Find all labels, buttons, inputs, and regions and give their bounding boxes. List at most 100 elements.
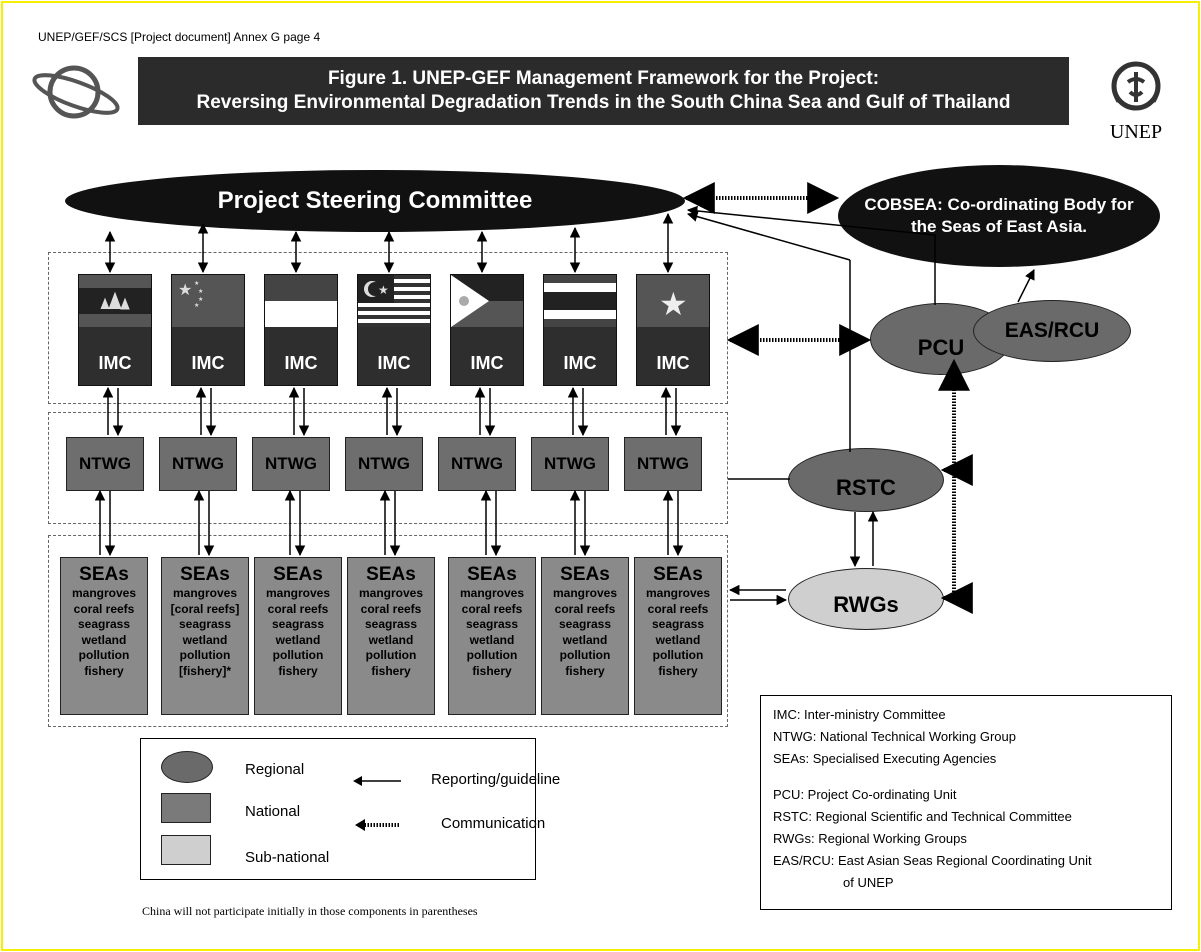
imc-box-vietnam: ★ IMC <box>636 274 710 386</box>
sea-item: seagrass <box>77 617 131 631</box>
unep-logo-text: UNEP <box>1109 121 1163 143</box>
imc-box-thailand: IMC <box>543 274 617 386</box>
legend-regional-swatch <box>161 751 213 783</box>
sea-item: wetland <box>81 632 127 647</box>
unep-emblem-icon <box>1111 61 1161 111</box>
sea-item: coral reefs <box>267 601 329 616</box>
eas-rcu-unit: EAS/RCU <box>973 300 1131 362</box>
sea-item: mangroves <box>265 586 331 600</box>
svg-text:★: ★ <box>194 280 199 287</box>
sea-item: mangroves <box>552 586 618 600</box>
flag-cambodia-icon <box>79 275 151 327</box>
sea-box: SEAs mangroves [coral reefs] seagrass we… <box>161 557 249 715</box>
legend-regional-label: Regional <box>245 761 305 778</box>
sea-item: pollution <box>365 648 417 662</box>
flag-malaysia-icon: ★ <box>358 275 430 327</box>
abbr-pcu: PCU: Project Co-ordinating Unit <box>773 787 957 802</box>
sea-box: SEAs mangroves coral reefs seagrass wetl… <box>448 557 536 715</box>
sea-item: coral reefs <box>461 601 523 616</box>
abbr-ntwg: NTWG: National Technical Working Group <box>773 729 1017 744</box>
sea-item: pollution <box>78 648 130 662</box>
flag-vietnam-icon: ★ <box>637 275 709 327</box>
rwgs-groups: RWGs <box>788 568 944 630</box>
legend-national-swatch <box>161 793 211 823</box>
abbr-eas-rcu: EAS/RCU: East Asian Seas Regional Coordi… <box>773 853 1092 868</box>
legend-box: Regional National Sub-national Reporting… <box>140 738 560 880</box>
gef-logo <box>32 65 120 119</box>
rstc-committee: RSTC <box>788 448 944 512</box>
abbr-imc: IMC: Inter-ministry Committee <box>773 707 946 722</box>
abbr-seas: SEAs: Specialised Executing Agencies <box>773 751 997 766</box>
sea-item: seagrass <box>558 617 612 631</box>
sea-box: SEAs mangroves coral reefs seagrass wetl… <box>254 557 342 715</box>
imc-label: IMC <box>191 353 225 373</box>
imc-label: IMC <box>656 353 690 373</box>
document-reference: UNEP/GEF/SCS [Project document] Annex G … <box>38 30 321 44</box>
legend-national-label: National <box>245 803 301 820</box>
sea-item: fishery <box>371 663 411 678</box>
sea-item: fishery <box>472 663 512 678</box>
project-steering-committee: Project Steering Committee <box>65 170 685 232</box>
sea-item: fishery <box>278 663 318 678</box>
ntwg-box: NTWG <box>345 437 423 491</box>
sea-item: coral reefs <box>360 601 422 616</box>
imc-label: IMC <box>98 353 132 373</box>
sea-title: SEAs <box>560 564 610 585</box>
imc-label: IMC <box>284 353 318 373</box>
svg-text:★: ★ <box>194 302 199 309</box>
sea-item: wetland <box>469 632 515 647</box>
sea-item: seagrass <box>271 617 325 631</box>
sea-item: coral reefs <box>554 601 616 616</box>
sea-item: seagrass <box>178 617 232 631</box>
svg-text:★: ★ <box>378 283 389 297</box>
figure-title: Figure 1. UNEP-GEF Management Framework … <box>138 57 1069 125</box>
sea-item: pollution <box>466 648 518 662</box>
legend-subnational-label: Sub-national <box>245 849 330 866</box>
sea-title: SEAs <box>366 564 416 585</box>
legend-subnational-swatch <box>161 835 211 865</box>
sea-item: [coral reefs] <box>170 601 240 616</box>
sea-item: seagrass <box>651 617 705 631</box>
ntwg-box: NTWG <box>438 437 516 491</box>
sea-item: coral reefs <box>647 601 709 616</box>
ntwg-box: NTWG <box>531 437 609 491</box>
sea-item: mangroves <box>645 586 711 600</box>
imc-box-china: ★ ★ ★ ★ ★ IMC <box>171 274 245 386</box>
sea-item: fishery <box>84 663 124 678</box>
sea-item: mangroves <box>71 586 137 600</box>
legend-communication-arrow-icon <box>355 819 399 831</box>
sea-item: wetland <box>275 632 321 647</box>
unep-logo: UNEP <box>1100 58 1172 146</box>
imc-label: IMC <box>563 353 597 373</box>
sea-box: SEAs mangroves coral reefs seagrass wetl… <box>634 557 722 715</box>
sea-title: SEAs <box>653 564 703 585</box>
imc-box-malaysia: ★ IMC <box>357 274 431 386</box>
sea-title: SEAs <box>273 564 323 585</box>
sea-item: seagrass <box>465 617 519 631</box>
imc-box-philippines: IMC <box>450 274 524 386</box>
title-line-2: Reversing Environmental Degradation Tren… <box>196 92 1011 113</box>
legend-reporting-label: Reporting/guideline <box>431 771 561 788</box>
imc-box-cambodia: IMC <box>78 274 152 386</box>
svg-text:★: ★ <box>659 285 688 323</box>
ntwg-group-box <box>48 412 728 524</box>
flag-philippines-icon <box>451 275 523 327</box>
sea-title: SEAs <box>180 564 230 585</box>
flag-indonesia-icon <box>265 275 337 327</box>
sea-item: pollution <box>559 648 611 662</box>
abbreviations-box: IMC: Inter-ministry Committee NTWG: Nati… <box>760 695 1172 910</box>
sea-item: mangroves <box>172 586 238 600</box>
sea-item: pollution <box>652 648 704 662</box>
flag-china-icon: ★ ★ ★ ★ ★ <box>172 275 244 327</box>
ntwg-box: NTWG <box>159 437 237 491</box>
ntwg-box: NTWG <box>66 437 144 491</box>
sea-item: wetland <box>655 632 701 647</box>
footnote: China will not participate initially in … <box>142 904 478 918</box>
abbr-eas-rcu-cont: of UNEP <box>843 875 894 890</box>
sea-item: pollution <box>179 648 231 662</box>
sea-item: wetland <box>562 632 608 647</box>
cobsea-body: COBSEA: Co-ordinating Body for the Seas … <box>838 165 1160 267</box>
flag-thailand-icon <box>544 275 616 327</box>
